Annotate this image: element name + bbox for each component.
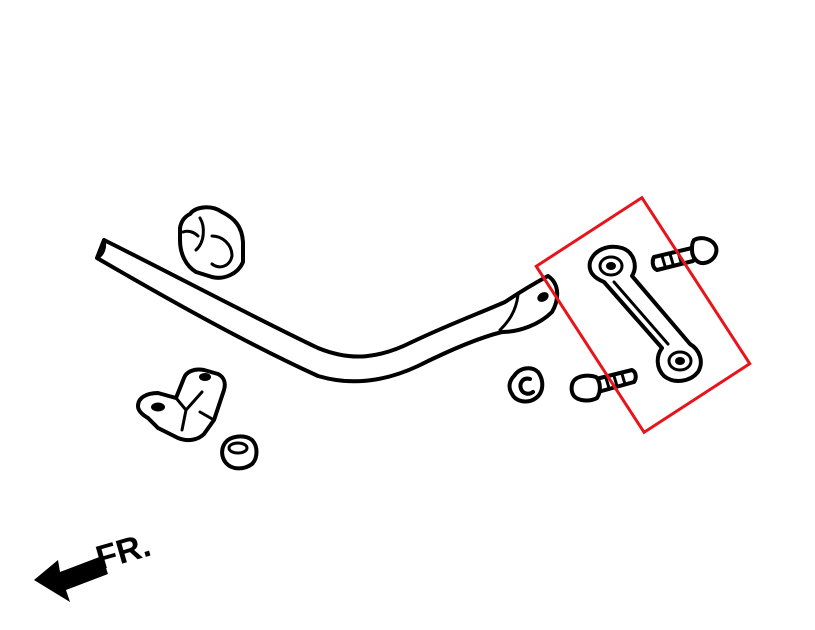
direction-label: FR. [92, 526, 155, 578]
lower-bolt [569, 368, 638, 403]
stabilizer-bar [95, 238, 560, 384]
small-bushing [220, 434, 259, 471]
bushing-bracket [136, 367, 227, 443]
c-bushing [507, 366, 545, 404]
stabilizer-end-link [587, 244, 703, 383]
bar-bushing [178, 205, 245, 280]
upper-bolt [650, 236, 719, 272]
highlight-box [534, 195, 752, 435]
front-direction-arrow-icon: FR. [34, 526, 155, 602]
